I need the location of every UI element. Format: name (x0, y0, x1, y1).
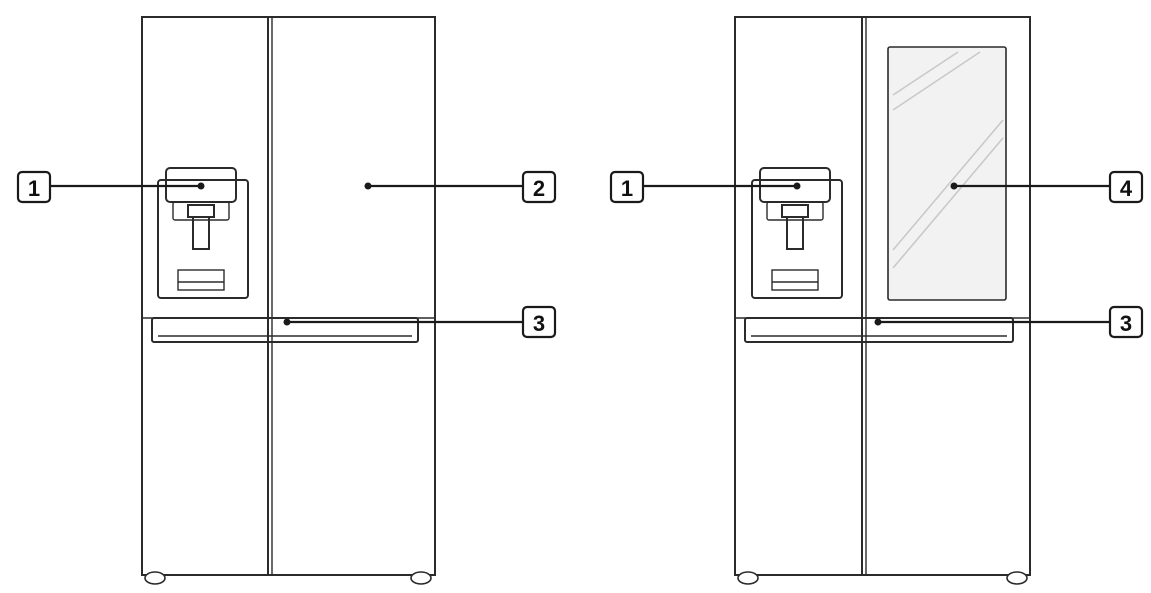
callout-dispenser-left: 1 (16, 170, 52, 204)
right-foot (1006, 571, 1028, 585)
door-handle[interactable] (744, 317, 1014, 343)
svg-text:1: 1 (621, 176, 633, 201)
callout-glass-panel: 4 (1108, 170, 1144, 204)
callout-handle-left: 3 (521, 305, 557, 339)
right-foot (410, 571, 432, 585)
refrigerator-standard: 1 2 3 (16, 16, 557, 585)
callout-door: 2 (521, 170, 557, 204)
svg-text:4: 4 (1120, 176, 1133, 201)
callout-dispenser-right: 1 (609, 170, 645, 204)
svg-text:1: 1 (28, 176, 40, 201)
left-foot (144, 571, 166, 585)
cabinet-outline (141, 16, 436, 576)
svg-text:3: 3 (1120, 311, 1132, 336)
callout-handle-right: 3 (1108, 305, 1144, 339)
svg-text:3: 3 (533, 311, 545, 336)
door-handle[interactable] (151, 317, 419, 343)
cabinet-outline (734, 16, 1031, 576)
glass-panel[interactable] (887, 46, 1007, 301)
svg-text:2: 2 (533, 176, 545, 201)
refrigerator-instaview: 1 4 3 (609, 16, 1144, 585)
left-foot (737, 571, 759, 585)
